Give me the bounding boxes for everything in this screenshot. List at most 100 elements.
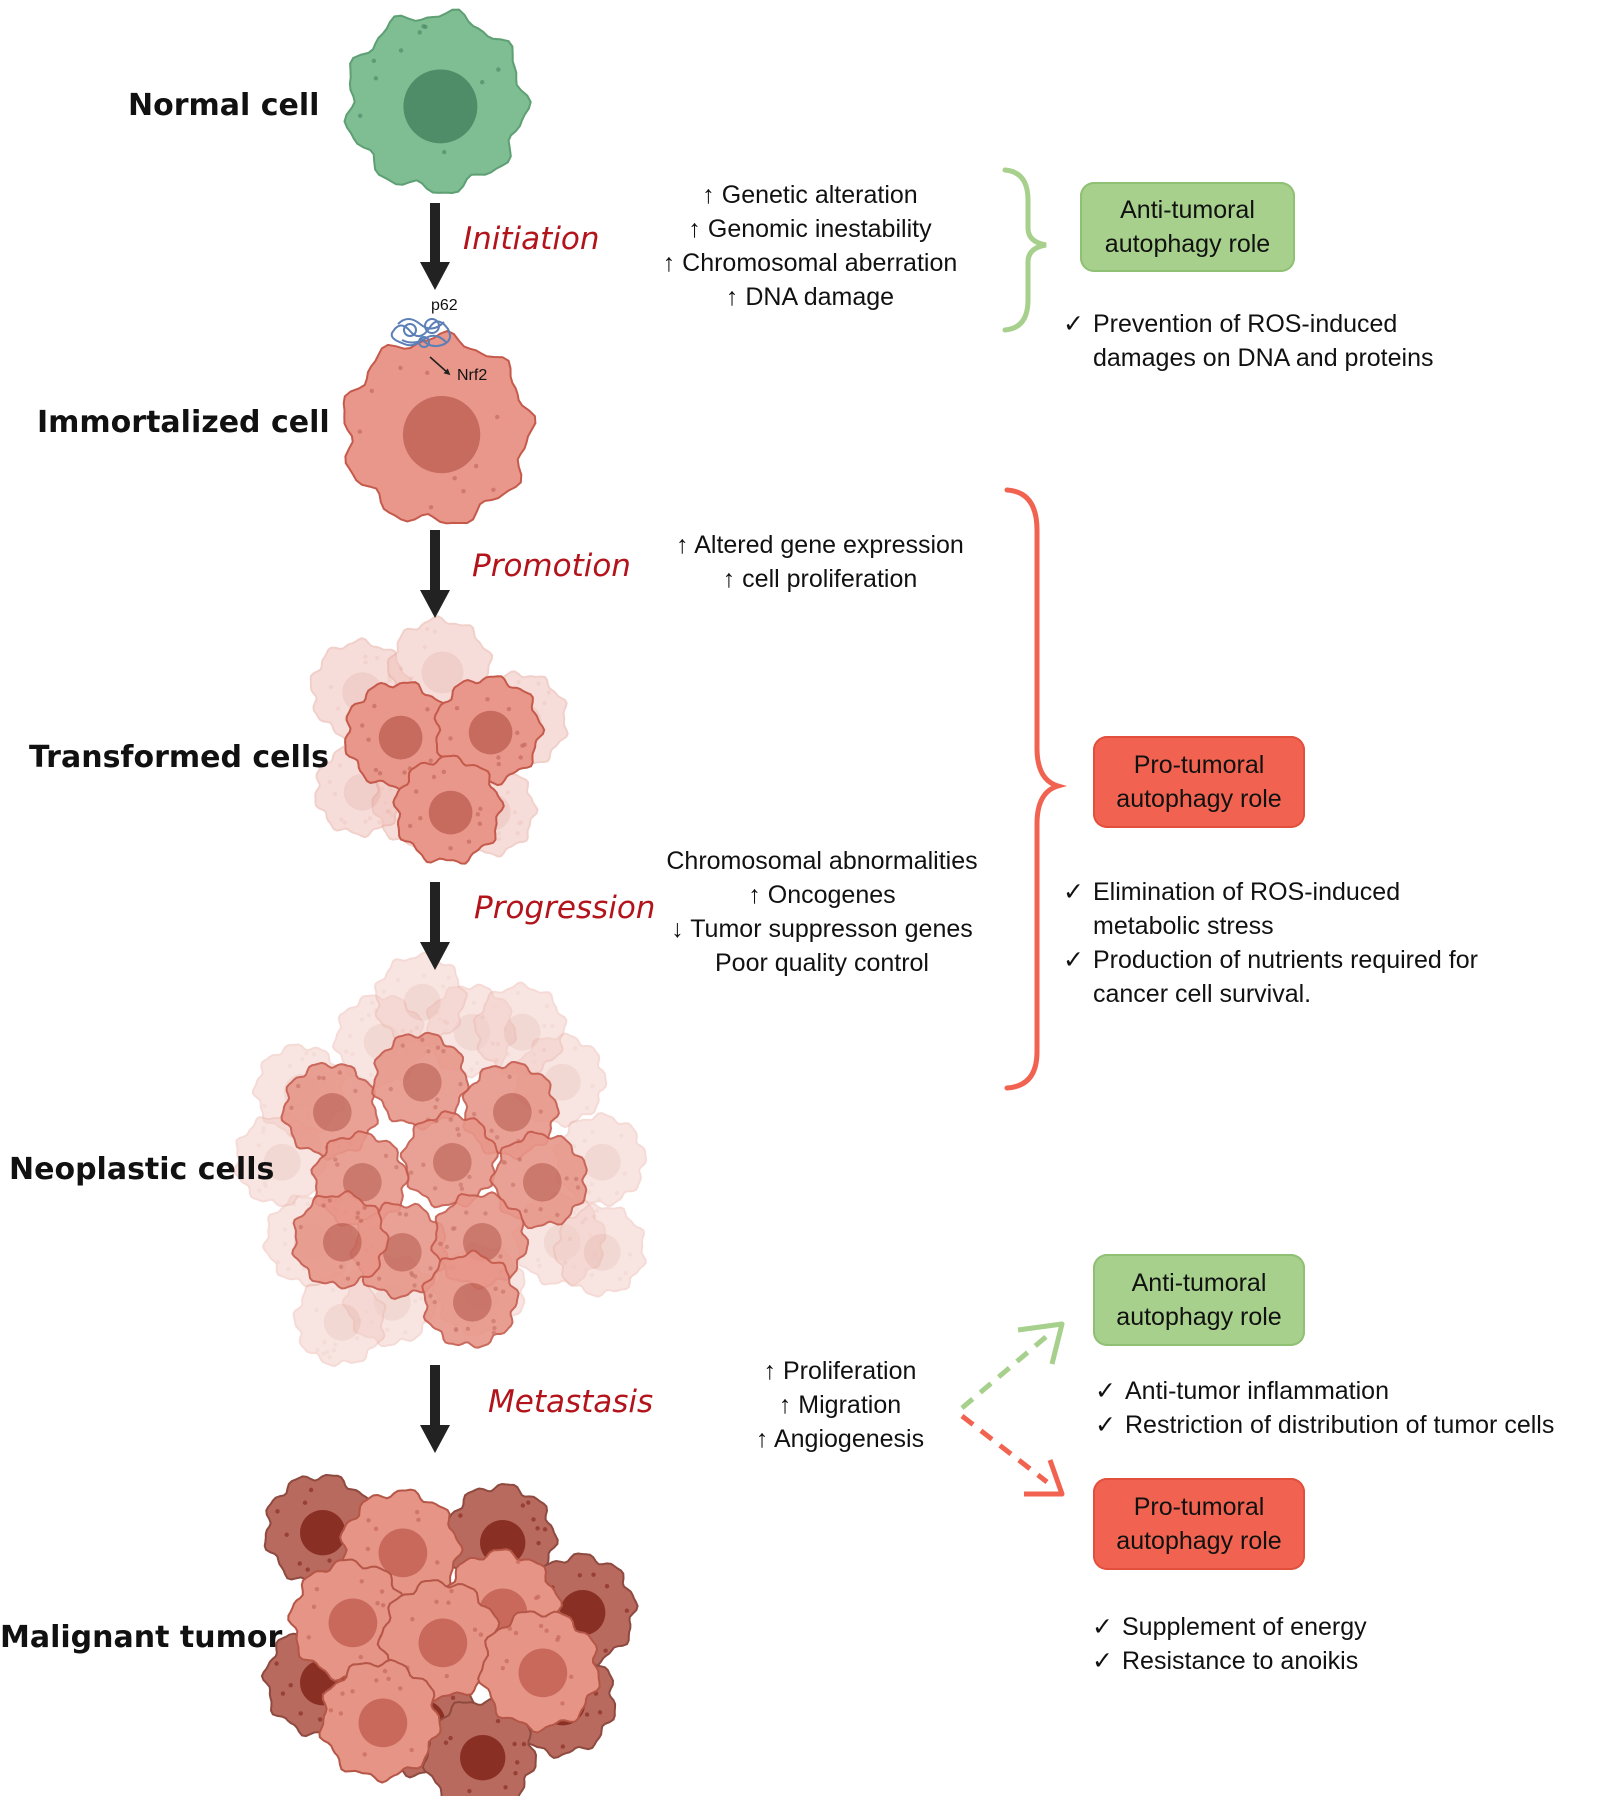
stage-label-malignant-tumor: Malignant tumor bbox=[0, 1620, 283, 1655]
pro-promotion-checks: ✓ Elimination of ROS-induced metabolic s… bbox=[1063, 875, 1478, 1011]
check-line: Restriction of distribution of tumor cel… bbox=[1125, 1411, 1555, 1439]
anti-tumoral-role-box-initiation: Anti-tumoral autophagy role bbox=[1080, 182, 1295, 272]
arrow-metastasis bbox=[420, 1365, 450, 1453]
effect-item: ↓ Tumor suppresson genes bbox=[671, 915, 973, 943]
effect-item: ↑ DNA damage bbox=[725, 283, 895, 311]
pro-tumoral-role-box-promotion: Pro-tumoral autophagy role bbox=[1093, 736, 1305, 828]
check-line: Supplement of energy bbox=[1122, 1613, 1367, 1641]
cell-shape bbox=[392, 754, 505, 865]
check-line: damages on DNA and proteins bbox=[1093, 344, 1434, 372]
role-line: autophagy role bbox=[1104, 230, 1271, 258]
role-line: autophagy role bbox=[1116, 1527, 1282, 1555]
check-line: Resistance to anoikis bbox=[1122, 1647, 1359, 1675]
cell-shape bbox=[318, 1658, 442, 1784]
check-icon: ✓ bbox=[1063, 946, 1084, 974]
check-item: ✓ Resistance to anoikis bbox=[1092, 1644, 1367, 1678]
metastasis-effects: ↑ Proliferation ↑ Migration ↑ Angiogenes… bbox=[720, 1354, 960, 1456]
cell-shape bbox=[371, 1031, 470, 1131]
role-line: autophagy role bbox=[1116, 785, 1282, 813]
role-line: Anti-tumoral bbox=[1131, 1269, 1267, 1297]
arrow-promotion bbox=[420, 530, 450, 618]
effect-item: Chromosomal abnormalities bbox=[666, 847, 978, 875]
cell-shape bbox=[287, 1558, 412, 1682]
cell-shape bbox=[552, 1202, 647, 1298]
check-line: cancer cell survival. bbox=[1093, 980, 1312, 1008]
effect-item: ↑ Genomic inestability bbox=[688, 215, 932, 243]
process-label-initiation: Initiation bbox=[463, 221, 600, 257]
stage-label-transformed-cells: Transformed cells bbox=[29, 740, 329, 775]
effect-item: Poor quality control bbox=[714, 949, 929, 977]
promotion-effects: ↑ Altered gene expression ↑ cell prolife… bbox=[630, 528, 1010, 596]
effect-item: ↑ Oncogenes bbox=[748, 881, 896, 909]
check-icon: ✓ bbox=[1063, 310, 1084, 338]
effect-item: ↑ Chromosomal aberration bbox=[662, 249, 958, 277]
effect-item: ↑ Altered gene expression bbox=[676, 531, 964, 559]
check-item: ✓ Anti-tumor inflammation bbox=[1095, 1374, 1554, 1408]
check-item: ✓ Supplement of energy bbox=[1092, 1610, 1367, 1644]
check-line: Anti-tumor inflammation bbox=[1125, 1377, 1389, 1405]
check-line: Elimination of ROS-induced bbox=[1093, 878, 1401, 906]
cell-shape bbox=[472, 981, 568, 1076]
pro-tumoral-brace bbox=[1004, 487, 1068, 1091]
check-line: metabolic stress bbox=[1093, 912, 1274, 940]
role-line: Pro-tumoral bbox=[1133, 1493, 1265, 1521]
check-icon: ✓ bbox=[1092, 1613, 1113, 1641]
check-item: ✓ Restriction of distribution of tumor c… bbox=[1095, 1408, 1554, 1442]
cell-shape bbox=[399, 1110, 499, 1209]
nrf2-arrow bbox=[429, 356, 451, 376]
cell-shape bbox=[342, 329, 537, 525]
effect-item: ↑ Migration bbox=[778, 1391, 902, 1419]
process-label-promotion: Promotion bbox=[472, 548, 631, 584]
cell-shape bbox=[292, 1271, 387, 1367]
neoplastic-cells-illustration bbox=[233, 951, 648, 1367]
check-line: Prevention of ROS-induced bbox=[1093, 310, 1398, 338]
marker-p62: p62 bbox=[431, 297, 458, 314]
stage-label-neoplastic-cells: Neoplastic cells bbox=[9, 1152, 275, 1187]
check-icon: ✓ bbox=[1095, 1377, 1116, 1405]
pro-tumoral-dashed-arrow bbox=[960, 1414, 1065, 1497]
cell-shape bbox=[291, 1190, 390, 1290]
arrow-initiation bbox=[420, 203, 450, 290]
check-icon: ✓ bbox=[1092, 1647, 1113, 1675]
immortalized-cell-illustration bbox=[342, 329, 537, 525]
malignant-tumor-illustration bbox=[260, 1473, 639, 1796]
process-label-metastasis: Metastasis bbox=[488, 1384, 654, 1420]
check-item: ✓ Production of nutrients required for c… bbox=[1063, 943, 1478, 1011]
anti-tumoral-brace bbox=[1002, 167, 1047, 333]
check-item: ✓ Elimination of ROS-induced metabolic s… bbox=[1063, 875, 1478, 943]
cell-shape bbox=[477, 1610, 601, 1734]
check-line: Production of nutrients required for bbox=[1093, 946, 1478, 974]
cell-shape bbox=[343, 8, 532, 195]
pro-tumoral-role-box-metastasis: Pro-tumoral autophagy role bbox=[1093, 1478, 1305, 1570]
anti-tumoral-dashed-arrow bbox=[960, 1321, 1065, 1410]
check-icon: ✓ bbox=[1063, 878, 1084, 906]
effect-item: ↑ Genetic alteration bbox=[702, 181, 918, 209]
role-line: Pro-tumoral bbox=[1133, 751, 1265, 779]
process-label-progression: Progression bbox=[474, 890, 656, 926]
cell-shape bbox=[489, 1130, 588, 1230]
arrow-progression bbox=[420, 882, 450, 970]
stage-label-immortalized-cell: Immortalized cell bbox=[37, 405, 330, 440]
stage-label-normal-cell: Normal cell bbox=[128, 88, 320, 123]
effect-item: ↑ Angiogenesis bbox=[755, 1425, 925, 1453]
stage-arrows bbox=[420, 203, 450, 1453]
cell-shape bbox=[421, 1249, 520, 1349]
anti-metastasis-checks: ✓ Anti-tumor inflammation ✓ Restriction … bbox=[1095, 1374, 1554, 1442]
progression-effects: Chromosomal abnormalities ↑ Oncogenes ↓ … bbox=[632, 844, 1012, 980]
cell-shape bbox=[433, 675, 546, 787]
role-line: Anti-tumoral bbox=[1120, 196, 1255, 224]
anti-initiation-checks: ✓ Prevention of ROS-induced damages on D… bbox=[1063, 307, 1434, 375]
check-item: ✓ Prevention of ROS-induced damages on D… bbox=[1063, 307, 1434, 375]
transformed-cells-illustration bbox=[309, 615, 569, 865]
check-icon: ✓ bbox=[1095, 1411, 1116, 1439]
pro-metastasis-checks: ✓ Supplement of energy ✓ Resistance to a… bbox=[1092, 1610, 1367, 1678]
normal-cell-illustration bbox=[343, 8, 532, 195]
effect-item: ↑ Proliferation bbox=[763, 1357, 917, 1385]
anti-tumoral-role-box-metastasis: Anti-tumoral autophagy role bbox=[1093, 1254, 1305, 1346]
initiation-effects: ↑ Genetic alteration ↑ Genomic inestabil… bbox=[620, 178, 1000, 314]
marker-nrf2: Nrf2 bbox=[457, 367, 488, 384]
cell-shape bbox=[373, 951, 468, 1047]
p62-aggregate-icon bbox=[390, 318, 451, 348]
